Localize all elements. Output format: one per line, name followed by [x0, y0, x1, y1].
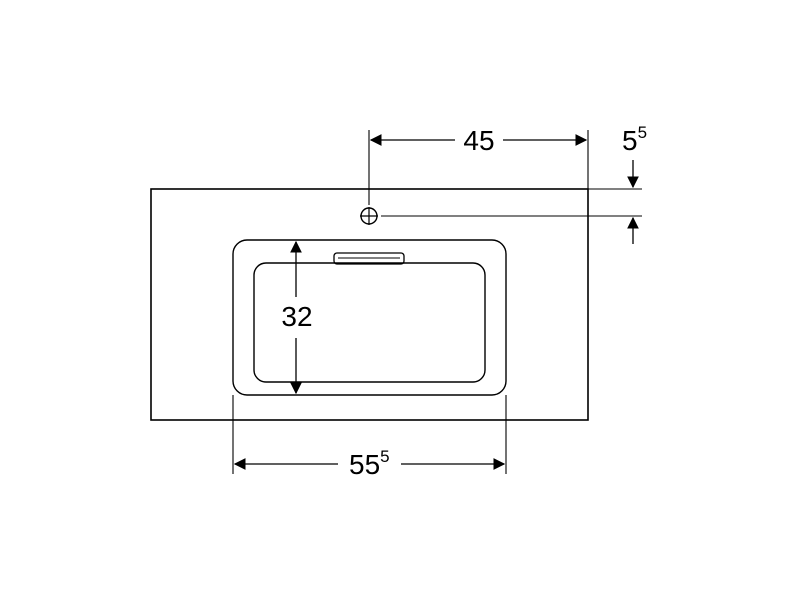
- dimension-tap-offset: 45: [369, 125, 588, 156]
- dimension-basin-width-label: 555: [349, 447, 390, 480]
- dimension-tap-offset-label: 45: [463, 125, 494, 156]
- dimension-tap-from-edge: 55: [622, 123, 647, 244]
- basin-inner-bowl: [253, 262, 486, 383]
- overflow-slot: [333, 252, 405, 265]
- dimension-basin-width: 555: [233, 447, 506, 480]
- dimension-basin-width-value: 55: [349, 449, 380, 480]
- dimension-basin-depth-label: 32: [281, 301, 312, 332]
- dimension-basin-depth: 32: [281, 240, 313, 395]
- dimension-tap-from-edge-value: 5: [622, 125, 638, 156]
- dimension-tap-from-edge-superscript: 5: [638, 123, 647, 142]
- dimension-basin-width-superscript: 5: [380, 447, 389, 466]
- basin-outer-rim: [232, 239, 507, 396]
- tap-hole: [360, 207, 378, 225]
- dimension-tap-from-edge-label: 55: [622, 123, 647, 156]
